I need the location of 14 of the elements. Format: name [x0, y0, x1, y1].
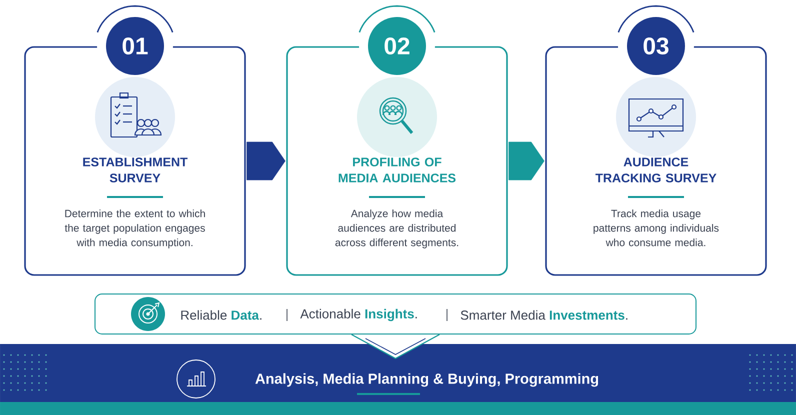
tagline-text: Actionable Insights. [300, 308, 417, 322]
step-badge: 03 [618, 5, 694, 75]
step-badge: 01 [96, 5, 174, 75]
tagline-text: Reliable Data. [181, 310, 262, 320]
card-description: Track media usage patterns among individuals who consume media. [594, 210, 719, 246]
block-arrow [508, 142, 544, 180]
card-heading: PROFILING OF MEDIA AUDIENCES [338, 158, 456, 182]
block-arrow [246, 142, 286, 180]
card-description: Analyze how media audiences are distributed across different segments. [335, 210, 458, 248]
card-description: Determine the extent to which the target population engages with media consumption. [64, 210, 205, 248]
card-heading: AUDIENCE TRACKING SURVEY [595, 158, 716, 182]
tagline-text: Smarter Media Investments. [460, 310, 628, 320]
card-heading: ESTABLISHMENT SURVEY [83, 158, 188, 182]
step-badge: 02 [358, 5, 436, 75]
